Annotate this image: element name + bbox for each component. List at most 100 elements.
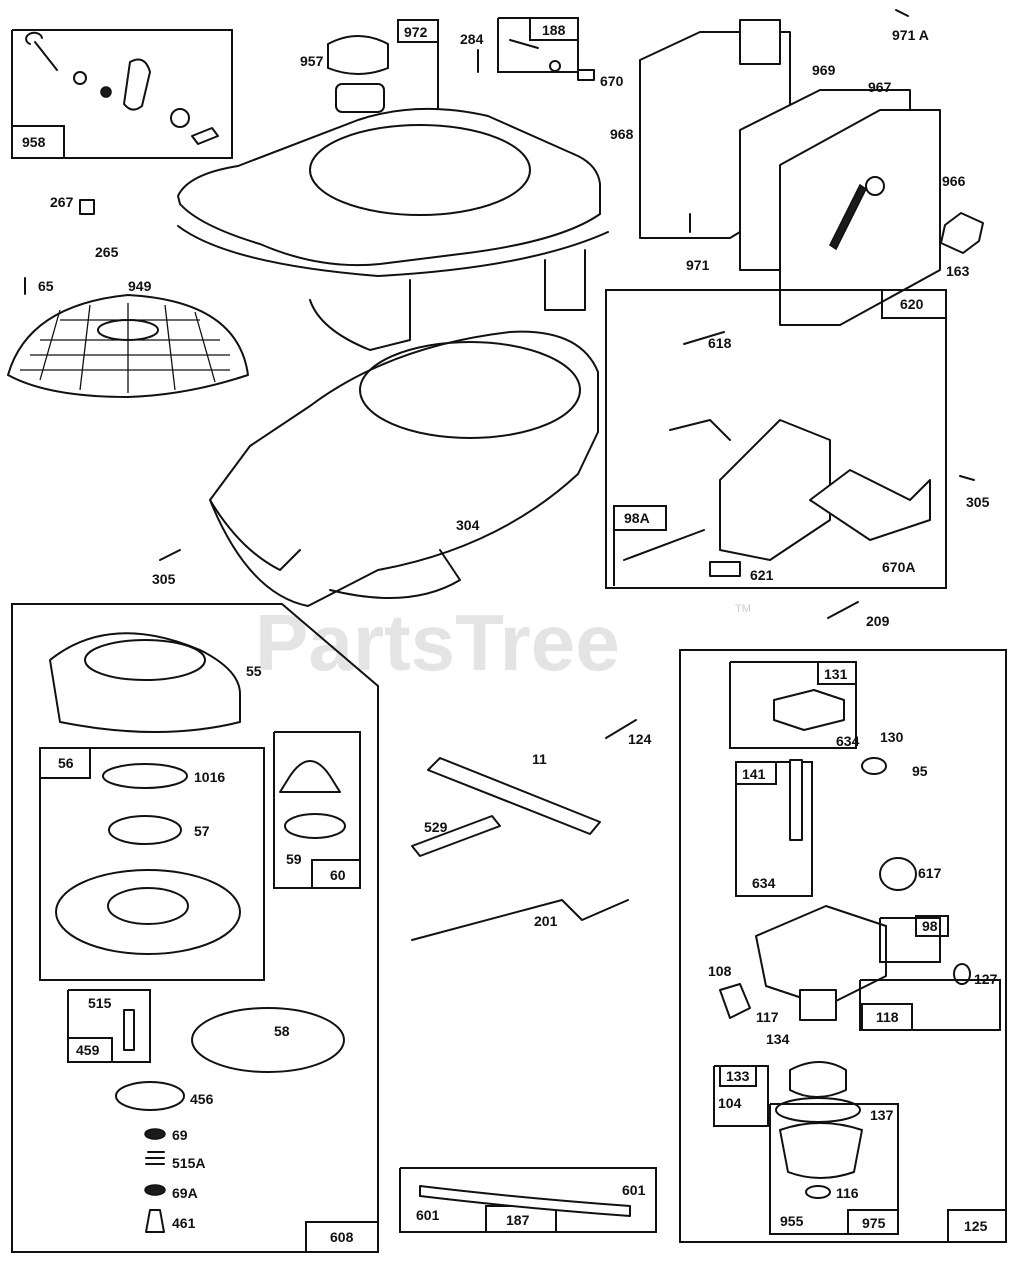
part-130 [861, 757, 887, 775]
label-670: 670 [600, 73, 624, 89]
tag-125 [947, 1209, 1007, 1243]
tank-seam [177, 225, 609, 277]
label-968: 968 [610, 126, 634, 142]
watermark-tm: TM [735, 603, 751, 615]
tag-958 [11, 125, 65, 159]
screen-grid-h [20, 319, 230, 371]
frame-131 [729, 661, 857, 749]
label-95: 95 [912, 763, 928, 779]
part-57 [108, 815, 182, 845]
group-958: 958 972 957 [11, 19, 439, 159]
part-rope-58 [191, 1007, 345, 1073]
box-459: 459 [76, 1042, 100, 1058]
tag-60 [311, 859, 361, 889]
starter-housing-55 [49, 632, 241, 733]
label-267: 267 [50, 194, 74, 210]
rotating-screen-949 [7, 294, 249, 398]
box-98: 98 [922, 918, 938, 934]
label-116: 116 [836, 1185, 859, 1201]
label-621: 621 [750, 567, 774, 583]
label-65: 65 [38, 278, 54, 294]
label-57: 57 [194, 823, 210, 839]
label-69: 69 [172, 1127, 188, 1143]
group-187: 187 601 601 [399, 1167, 657, 1233]
part-515 [123, 1009, 135, 1051]
label-670A: 670A [882, 559, 915, 575]
screen-grid-v [39, 303, 216, 393]
label-971A: 971 A [892, 27, 929, 43]
label-108: 108 [708, 963, 732, 979]
part-ring-188 [549, 60, 561, 72]
tag-141 [735, 761, 777, 785]
label-461: 461 [172, 1215, 196, 1231]
part-clip-958 [191, 127, 219, 145]
spring-618 [683, 331, 725, 345]
box-141: 141 [742, 766, 766, 782]
group-125: 125 131 634 130 95 141 634 617 98 127 11… [679, 649, 1007, 1243]
frame-188 [497, 17, 579, 73]
label-515A: 515A [172, 1155, 205, 1171]
label-957: 957 [300, 53, 324, 69]
governor-bracket [719, 419, 831, 561]
frame-141 [735, 761, 813, 897]
label-618: 618 [708, 335, 732, 351]
label-529: 529 [424, 819, 448, 835]
part-515A [145, 1151, 165, 1165]
housing-skirt [209, 499, 301, 571]
box-608: 608 [330, 1229, 354, 1245]
part-gear-958 [170, 108, 190, 128]
screw-305a [159, 549, 181, 561]
label-69A: 69A [172, 1185, 198, 1201]
part-108 [719, 983, 751, 1019]
part-tool-529 [411, 815, 501, 857]
part-link-201 [411, 899, 629, 941]
group-188: 284 188 670 [460, 17, 624, 89]
carb-gasket [775, 1097, 861, 1123]
label-130: 130 [880, 729, 904, 745]
part-pin-188 [509, 39, 539, 49]
label-601a: 601 [416, 1207, 440, 1223]
label-955: 955 [780, 1213, 804, 1229]
box-975: 975 [862, 1215, 886, 1231]
part-washer-958 [73, 71, 87, 85]
part-69A [144, 1184, 166, 1196]
box-56: 56 [58, 755, 74, 771]
frame-620 [605, 289, 947, 589]
tag-620 [881, 289, 947, 319]
tag-56 [39, 747, 91, 779]
choke-plate [809, 469, 931, 541]
part-461 [145, 1209, 165, 1233]
label-305b: 305 [966, 494, 990, 510]
part-621 [709, 561, 741, 577]
label-11: 11 [532, 751, 547, 767]
label-617: 617 [918, 865, 942, 881]
box-620: 620 [900, 296, 924, 312]
label-55: 55 [246, 663, 262, 679]
watermark-brand: PartsTree [255, 598, 620, 687]
part-ring-958 [100, 86, 112, 98]
label-515: 515 [88, 995, 112, 1011]
fuel-tank [177, 83, 609, 351]
box-98A: 98A [624, 510, 650, 526]
part-1016 [102, 763, 188, 789]
tag-188 [529, 17, 579, 41]
part-617 [879, 857, 917, 891]
carb-bowl-mount [799, 989, 837, 1021]
tank-leg-right [544, 249, 586, 311]
box-131: 131 [824, 666, 848, 682]
label-634a: 634 [836, 733, 860, 749]
tank-body [177, 107, 601, 267]
label-966: 966 [942, 173, 966, 189]
label-1016: 1016 [194, 769, 225, 785]
part-shaft-141 [789, 759, 803, 841]
box-188: 188 [542, 22, 566, 38]
air-cover-966 [779, 109, 941, 326]
tag-459 [67, 1037, 113, 1063]
tag-133 [719, 1065, 757, 1087]
label-634b: 634 [752, 875, 776, 891]
cover-knob [865, 176, 885, 196]
tag-98 [915, 915, 949, 937]
tag-118 [861, 1003, 913, 1031]
blower-housing-304 [209, 330, 599, 607]
